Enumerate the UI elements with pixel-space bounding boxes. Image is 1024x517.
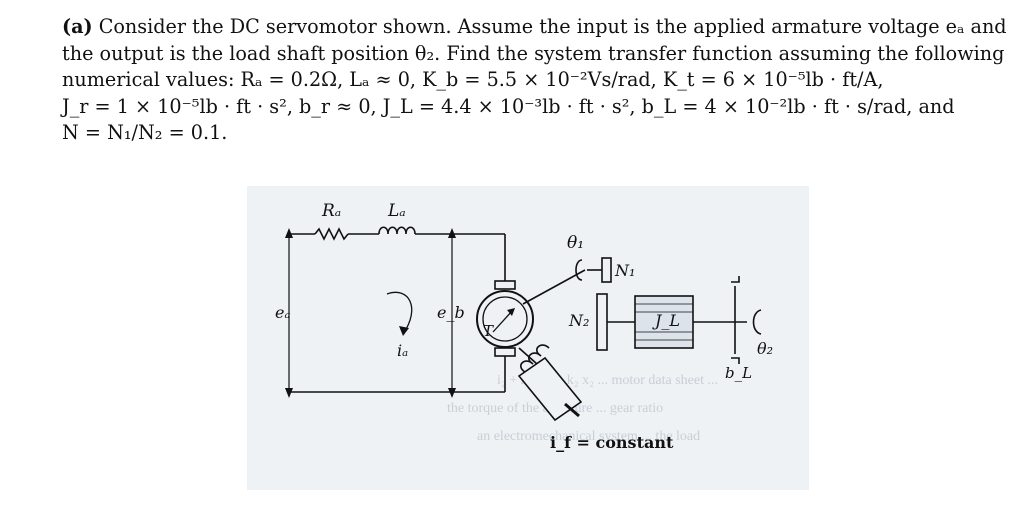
problem-line-4: J_r = 1 × 10⁻⁵lb · ft · s², b_r ≈ 0, J_L… <box>62 94 955 118</box>
label-theta1: θ₁ <box>567 233 584 253</box>
ia-arrowhead <box>399 326 409 336</box>
servomotor-figure: i₂ + m₁ v₂ + k₂ x₂ ... motor data sheet … <box>247 186 809 490</box>
label-n1: N₁ <box>614 261 635 280</box>
gear-n2 <box>596 293 608 351</box>
motor-top-brush <box>494 280 516 290</box>
label-jl: J_L <box>652 311 680 330</box>
ea-arrowhead-bottom <box>285 388 293 398</box>
label-torque: T <box>483 322 494 340</box>
motor-shaft <box>522 269 586 305</box>
field-terminal <box>564 402 580 418</box>
eb-arrowhead-top <box>448 228 456 238</box>
label-ia: iₐ <box>397 341 408 360</box>
theta1-rotation-arrow <box>575 259 583 281</box>
torque-arrow <box>492 309 514 333</box>
motor-armature <box>482 296 528 342</box>
theta2-rotation-arrow <box>752 309 762 335</box>
inductor-la <box>378 226 416 235</box>
ea-arrowhead-top <box>285 228 293 238</box>
eb-arrowhead-bottom <box>448 388 456 398</box>
part-label: (a) <box>62 15 93 38</box>
motor-bottom-brush <box>494 347 516 357</box>
label-ra: Rₐ <box>321 201 341 221</box>
problem-statement: (a) Consider the DC servomotor shown. As… <box>62 14 1007 147</box>
load-inertia-jl <box>634 295 694 349</box>
label-n2: N₂ <box>568 311 589 330</box>
ia-arrow <box>386 291 413 335</box>
resistor-ra <box>314 227 349 241</box>
arrowheads <box>285 228 515 398</box>
label-eb: e_b <box>437 303 465 322</box>
label-theta2: θ₂ <box>757 339 773 358</box>
problem-line-2: the output is the load shaft position θ₂… <box>62 41 1005 65</box>
label-ea: eₐ <box>275 303 290 322</box>
damper-bl-top <box>731 276 740 283</box>
problem-line-3: numerical values: Rₐ = 0.2Ω, Lₐ ≈ 0, K_b… <box>62 68 884 91</box>
field-wire <box>518 347 538 365</box>
damper-bl-bottom <box>731 357 740 364</box>
label-la: Lₐ <box>387 201 406 221</box>
problem-line-5: N = N₁/N₂ = 0.1. <box>62 121 228 144</box>
field-coil <box>520 344 550 373</box>
problem-line-1: (a) Consider the DC servomotor shown. As… <box>62 14 1007 41</box>
label-if-constant: i_f = constant <box>550 433 674 452</box>
problem-text-1: Consider the DC servomotor shown. Assume… <box>98 15 1007 38</box>
torque-arrowhead <box>507 308 515 316</box>
gear-n1 <box>601 257 612 283</box>
label-bl: b_L <box>725 364 752 382</box>
svg-text:an electromechanical system ..: an electromechanical system ... the load <box>477 429 700 444</box>
load-inertia-hatch <box>635 303 693 341</box>
servomotor-diagram: i₂ + m₁ v₂ + k₂ x₂ ... motor data sheet … <box>275 201 773 452</box>
